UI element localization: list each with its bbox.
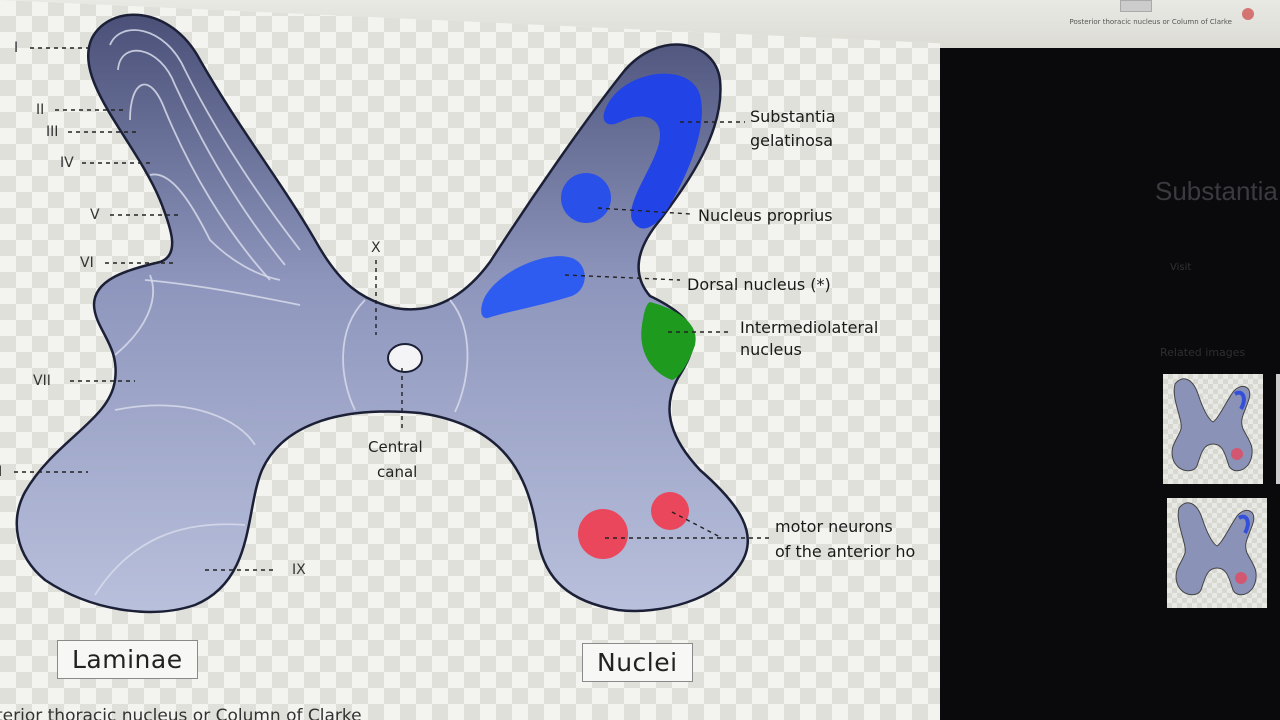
- dorsal-nucleus-label: Dorsal nucleus (*): [687, 275, 831, 294]
- lamina-line: [342, 299, 366, 411]
- intermediolateral-label: Intermediolateral: [740, 318, 878, 337]
- thumbnail-diagram: [1171, 378, 1253, 472]
- intermediolateral-label: nucleus: [740, 340, 802, 359]
- lamina-label-ix: IX: [292, 562, 306, 578]
- lamina-label-iii: III: [46, 124, 58, 140]
- substantia-gelatinosa-label: gelatinosa: [750, 131, 833, 150]
- intermediolateral-nucleus-shape: [641, 302, 696, 380]
- related-image-thumbnail-edge[interactable]: [1276, 374, 1280, 484]
- motor-neuron-shape: [651, 492, 689, 530]
- nuclei-box-label: Nuclei: [582, 643, 693, 682]
- lamina-line: [449, 299, 469, 413]
- motor-neurons-label: of the anterior ho: [775, 542, 915, 561]
- tab-close-icon[interactable]: [1242, 8, 1254, 20]
- lamina-line: [114, 404, 256, 446]
- lamina-label-v: V: [90, 207, 100, 223]
- related-image-thumbnail[interactable]: [1167, 498, 1267, 608]
- lamina-label-x: X: [371, 240, 381, 256]
- central-canal-label: Central: [368, 438, 423, 456]
- lamina-label-viii: II: [0, 464, 2, 480]
- lamina-line: [149, 173, 281, 281]
- nucleus-proprius-label: Nucleus proprius: [698, 206, 833, 225]
- lamina-label-vii: VII: [33, 373, 51, 389]
- motor-neurons-label: motor neurons: [775, 517, 893, 536]
- laminae-box-label: Laminae: [57, 640, 198, 679]
- lamina-label-iv: IV: [60, 155, 74, 171]
- motor-neuron-shape: [578, 509, 628, 559]
- lamina-line: [129, 83, 271, 281]
- image-viewer[interactable]: I II III IV V VI VII II IX X Central can…: [0, 0, 940, 720]
- lamina-line: [94, 523, 246, 596]
- central-canal-label: canal: [377, 463, 417, 481]
- substantia-gelatinosa-shape: [603, 73, 702, 229]
- lamina-line: [114, 274, 154, 356]
- dorsal-nucleus-shape: [481, 256, 585, 319]
- breadcrumb: Posterior thoracic nucleus or Column of …: [1069, 18, 1232, 26]
- lamina-label-vi: VI: [80, 255, 94, 271]
- image-caption: terior thoracic nucleus or Column of Cla…: [0, 706, 362, 720]
- nucleus-proprius-shape: [561, 173, 611, 223]
- lamina-line: [144, 279, 301, 306]
- leader-line: [671, 511, 723, 539]
- central-canal-shape: [387, 343, 423, 373]
- thumbnail-diagram: [1175, 502, 1257, 596]
- lamina-line: [109, 29, 301, 251]
- related-images-heading: Related images: [1160, 346, 1246, 359]
- lamina-label-i: I: [14, 40, 18, 56]
- substantia-gelatinosa-label: Substantia: [750, 107, 836, 126]
- related-image-thumbnail[interactable]: [1163, 374, 1263, 484]
- lamina-label-ii: II: [36, 102, 44, 118]
- side-panel: Substantia Visit Related images: [940, 48, 1280, 720]
- visit-link[interactable]: Visit: [1170, 262, 1192, 273]
- lamina-line: [117, 49, 286, 266]
- leader-line: [564, 274, 681, 281]
- spinal-cord-diagram: I II III IV V VI VII II IX X Central can…: [0, 13, 915, 614]
- side-panel-title: Substantia: [1155, 176, 1278, 206]
- gray-matter-outline: [15, 13, 750, 614]
- toolbar-button[interactable]: [1120, 0, 1152, 12]
